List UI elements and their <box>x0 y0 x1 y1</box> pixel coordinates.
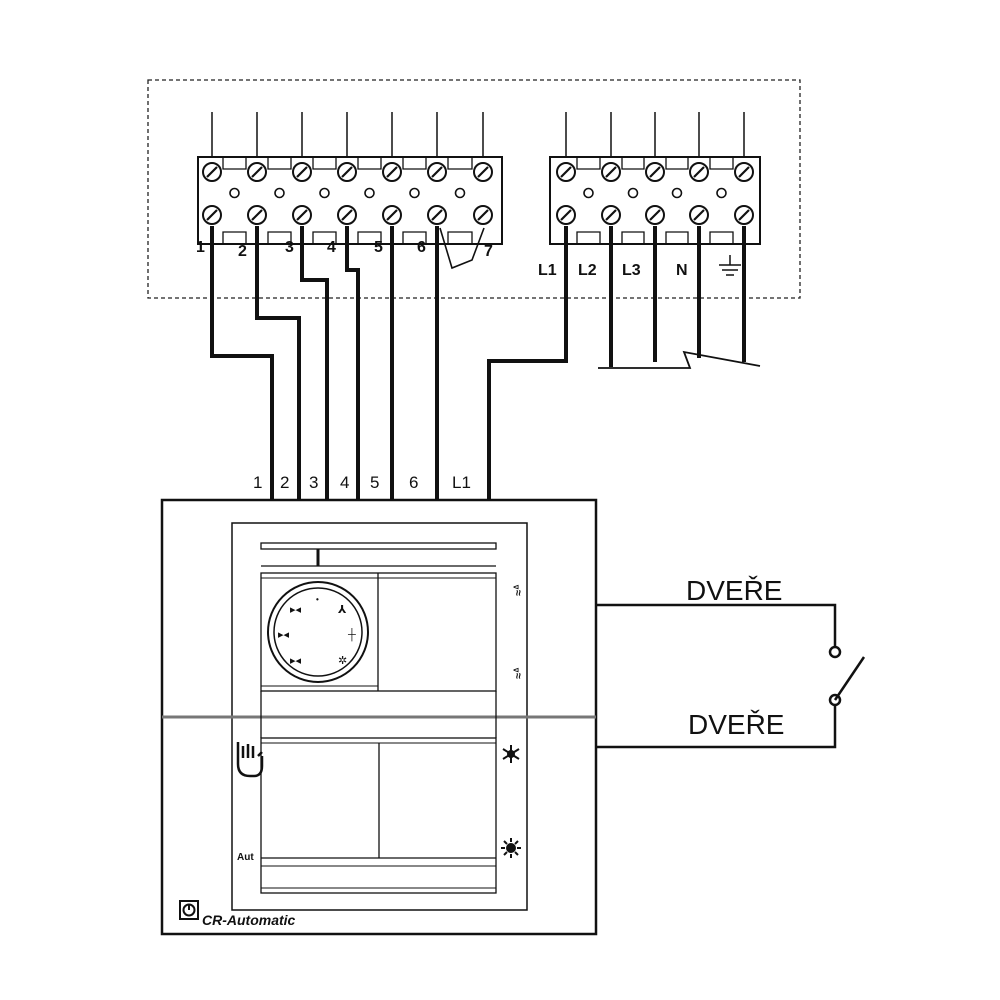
terminal-label-5: 5 <box>374 239 383 256</box>
controller-unit <box>160 498 598 936</box>
terminal-label-1: 1 <box>196 239 205 256</box>
terminal-label-l2: L2 <box>578 262 597 279</box>
svg-text:▸◂: ▸◂ <box>278 629 290 641</box>
hand-icon <box>236 742 264 778</box>
door-label-top: DVEŘE <box>686 575 782 606</box>
svg-text:▸◂: ▸◂ <box>290 604 302 616</box>
cable-label-1: 1 <box>253 473 262 492</box>
sun-icon <box>501 838 521 858</box>
auto-label: Aut <box>237 852 254 863</box>
terminal-block-left <box>197 112 503 245</box>
terminal-labels-left: 1 2 3 4 5 6 7 <box>196 239 493 260</box>
brand-name: CR-Automatic <box>202 912 296 928</box>
cable-label-4: 4 <box>340 473 349 492</box>
clock-dial-icon: • ▸◂ ⅄ ▸◂ ┼ ▸◂ ✲ <box>267 581 369 683</box>
terminal-block-right <box>549 112 761 245</box>
terminal-enclosure <box>147 79 801 299</box>
cable-label-3: 3 <box>309 473 318 492</box>
terminal-label-6: 6 <box>417 239 426 256</box>
cable-label-2: 2 <box>280 473 289 492</box>
svg-text:┼: ┼ <box>347 627 356 642</box>
door-label-bottom: DVEŘE <box>688 709 784 740</box>
terminal-label-2: 2 <box>238 243 247 260</box>
wires <box>210 226 761 500</box>
cable-labels: 1 2 3 4 5 6 L1 <box>253 473 471 492</box>
indicator-icon-middle: ≈ᐞ <box>513 667 525 679</box>
terminal-label-l1: L1 <box>538 262 557 279</box>
terminal-label-n: N <box>676 262 688 279</box>
svg-text:≈ᐞ: ≈ᐞ <box>513 667 525 679</box>
indicator-icon-top: ≈ᐞ <box>513 584 525 596</box>
door-switch <box>596 603 866 749</box>
cable-label-5: 5 <box>370 473 379 492</box>
terminal-label-l3: L3 <box>622 262 641 279</box>
cable-label-6: 6 <box>409 473 418 492</box>
terminal-label-7: 7 <box>484 243 493 260</box>
cable-label-l1: L1 <box>452 473 471 492</box>
terminal-label-4: 4 <box>327 239 336 256</box>
fan-icon <box>502 745 520 763</box>
svg-text:⅄: ⅄ <box>338 604 347 616</box>
brand-logo <box>179 900 199 920</box>
terminal-labels-right: L1 L2 L3 N <box>538 255 741 279</box>
ground-icon <box>719 255 741 276</box>
svg-text:≈ᐞ: ≈ᐞ <box>513 584 525 596</box>
svg-text:✲: ✲ <box>338 655 347 667</box>
svg-text:•: • <box>316 595 319 604</box>
terminal-label-3: 3 <box>285 239 294 256</box>
svg-text:▸◂: ▸◂ <box>290 655 302 667</box>
